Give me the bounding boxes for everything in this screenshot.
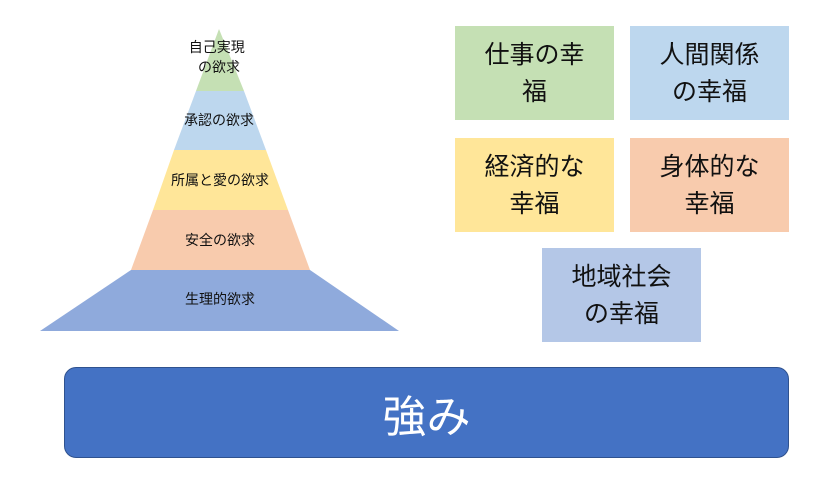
work-wellbeing-label-line2: 福 bbox=[521, 77, 547, 106]
strength-bar: 強み bbox=[64, 367, 789, 458]
community-wellbeing-label-line1: 地域社会 bbox=[571, 262, 672, 291]
community-wellbeing-label-line2: の幸福 bbox=[583, 299, 659, 328]
pyramid-label-safety: 安全の欲求 bbox=[185, 232, 255, 249]
strength-label: 強み bbox=[382, 391, 471, 443]
social-wellbeing-box: 人間関係 の幸福 bbox=[630, 26, 789, 120]
pyramid-label-esteem: 承認の欲求 bbox=[184, 113, 254, 129]
physical-wellbeing-label-line1: 身体的な bbox=[659, 152, 760, 181]
economic-wellbeing-label-line1: 経済的な bbox=[484, 152, 585, 181]
pyramid-level-esteem bbox=[174, 91, 266, 150]
maslow-pyramid: 自己実現 の欲求 承認の欲求 所属と愛の欲求 安全の欲求 生理的欲求 bbox=[40, 29, 399, 331]
social-wellbeing-label-line1: 人間関係 bbox=[659, 40, 760, 69]
pyramid-level-belonging bbox=[153, 150, 288, 210]
pyramid-level-physiological bbox=[40, 270, 399, 331]
pyramid-label-physiological: 生理的欲求 bbox=[185, 292, 255, 308]
pyramid-level-safety bbox=[131, 210, 310, 270]
work-wellbeing-label-line1: 仕事の幸 bbox=[484, 40, 585, 69]
social-wellbeing-label-line2: の幸福 bbox=[671, 77, 747, 106]
pyramid-label-self-actualization: 自己実現 の欲求 bbox=[189, 40, 249, 76]
economic-wellbeing-label-line2: 幸福 bbox=[509, 189, 560, 218]
physical-wellbeing-label-line2: 幸福 bbox=[684, 189, 735, 218]
community-wellbeing-box: 地域社会 の幸福 bbox=[542, 248, 701, 342]
physical-wellbeing-box: 身体的な 幸福 bbox=[630, 138, 789, 232]
pyramid-label-belonging: 所属と愛の欲求 bbox=[171, 173, 269, 189]
work-wellbeing-box: 仕事の幸 福 bbox=[455, 26, 614, 120]
pyramid-level-self-actualization bbox=[196, 29, 244, 91]
economic-wellbeing-box: 経済的な 幸福 bbox=[455, 138, 614, 232]
